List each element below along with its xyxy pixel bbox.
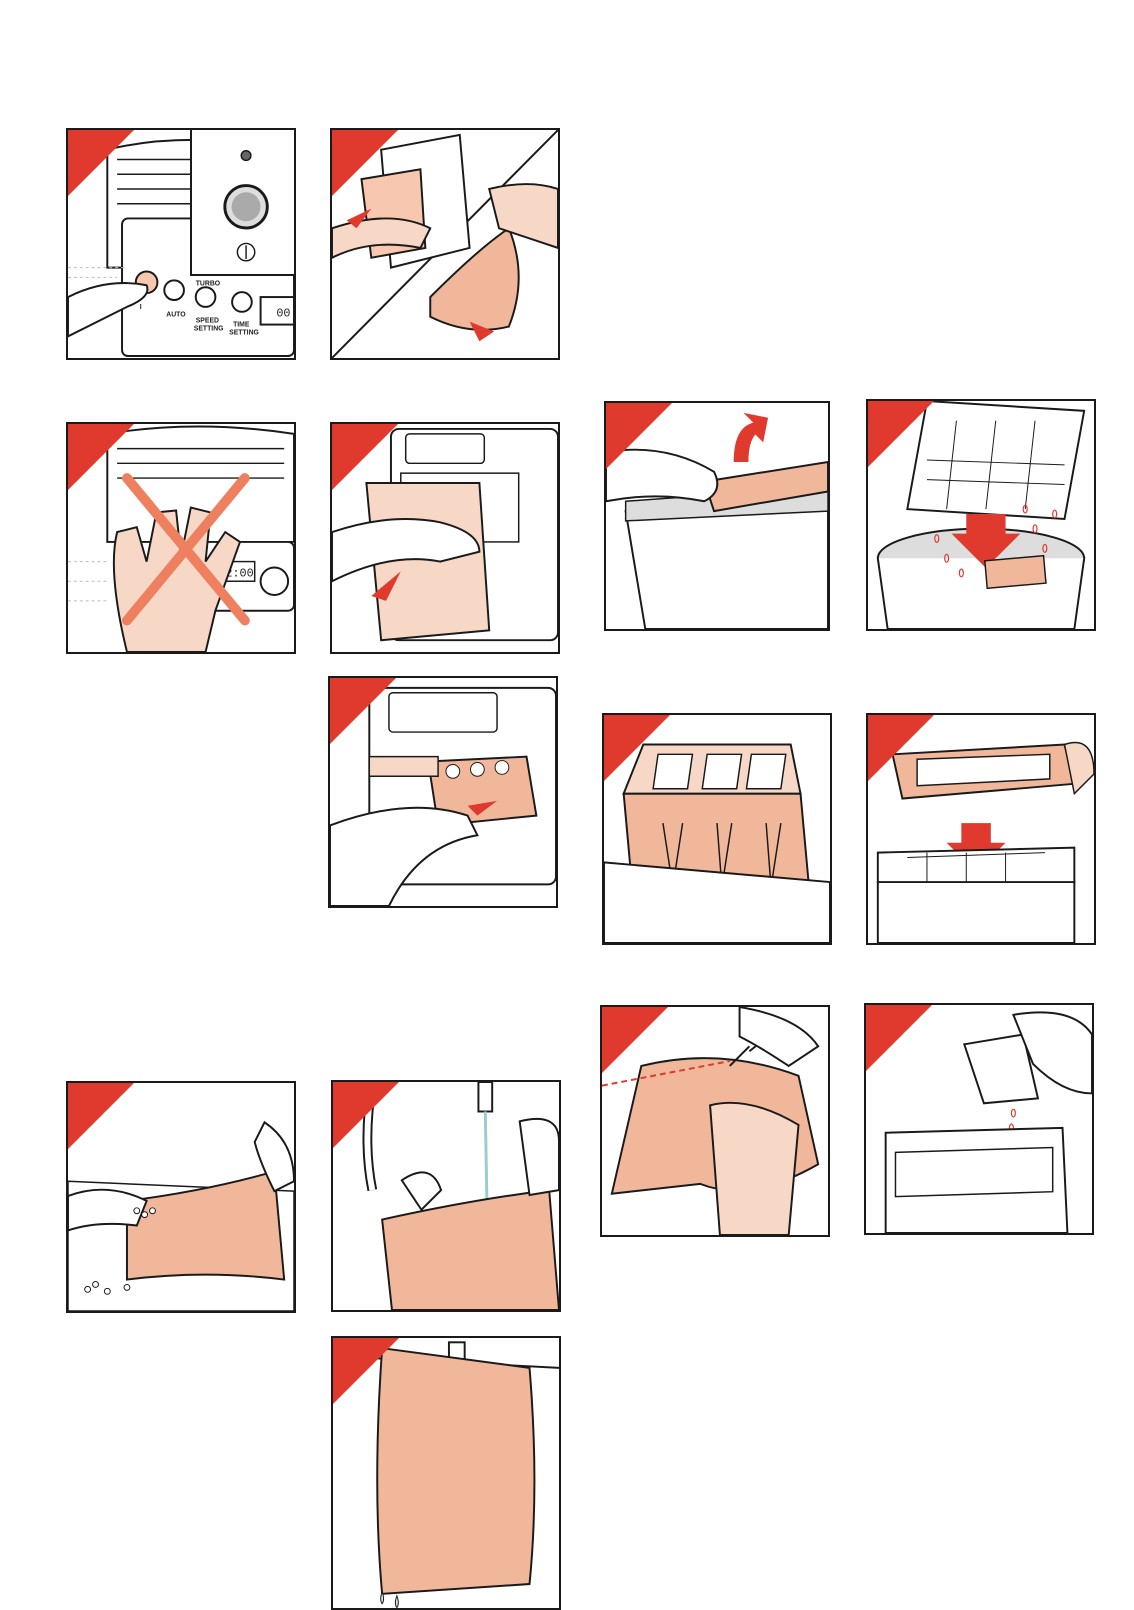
auto-label: AUTO [166, 312, 186, 319]
step-corner-marker [332, 424, 398, 490]
time-label-1: TIME [233, 322, 250, 329]
step-corner-marker [868, 715, 934, 781]
step-panel-do-not-touch: 12:00 [66, 422, 296, 654]
step-corner-marker [333, 1338, 399, 1404]
step-corner-marker [332, 130, 398, 196]
step-corner-marker [68, 1083, 134, 1149]
step-panel-remove-prefilter [330, 128, 560, 360]
step-panel-power-off: 00 I AUTO SPEED SETTING TIME SETTING TUR… [66, 128, 296, 360]
speed-label-1: SPEED [196, 318, 219, 325]
step-corner-marker [868, 401, 934, 467]
display-readout: 00 [276, 307, 290, 321]
step-corner-marker [330, 678, 396, 744]
step-panel-remove-front-filter [330, 422, 560, 654]
step-panel-refill-cartridge [866, 713, 1096, 945]
step-panel-wash-filter [66, 1081, 296, 1313]
step-corner-marker [68, 424, 134, 490]
step-corner-marker [866, 1005, 932, 1071]
step-panel-rinse-filter [331, 1080, 561, 1312]
speed-label-2: SETTING [194, 325, 224, 332]
power-button-closeup [190, 128, 296, 276]
turbo-label: TURBO [196, 280, 221, 287]
step-panel-empty-granules [866, 399, 1096, 631]
step-panel-cartridge-insert [602, 713, 832, 945]
step-panel-cut-bag [600, 1005, 830, 1237]
power-symbol-label: I [140, 304, 142, 311]
step-corner-marker [333, 1082, 399, 1148]
step-panel-pour-granules [864, 1003, 1094, 1235]
step-corner-marker [68, 130, 134, 196]
time-label-2: SETTING [229, 329, 259, 336]
step-panel-lift-cover [604, 401, 830, 631]
step-corner-marker [604, 715, 670, 781]
step-panel-dry-filter [331, 1336, 561, 1610]
step-corner-marker [602, 1007, 668, 1073]
step-panel-remove-cartridge [328, 676, 558, 908]
step-corner-marker [606, 403, 672, 469]
